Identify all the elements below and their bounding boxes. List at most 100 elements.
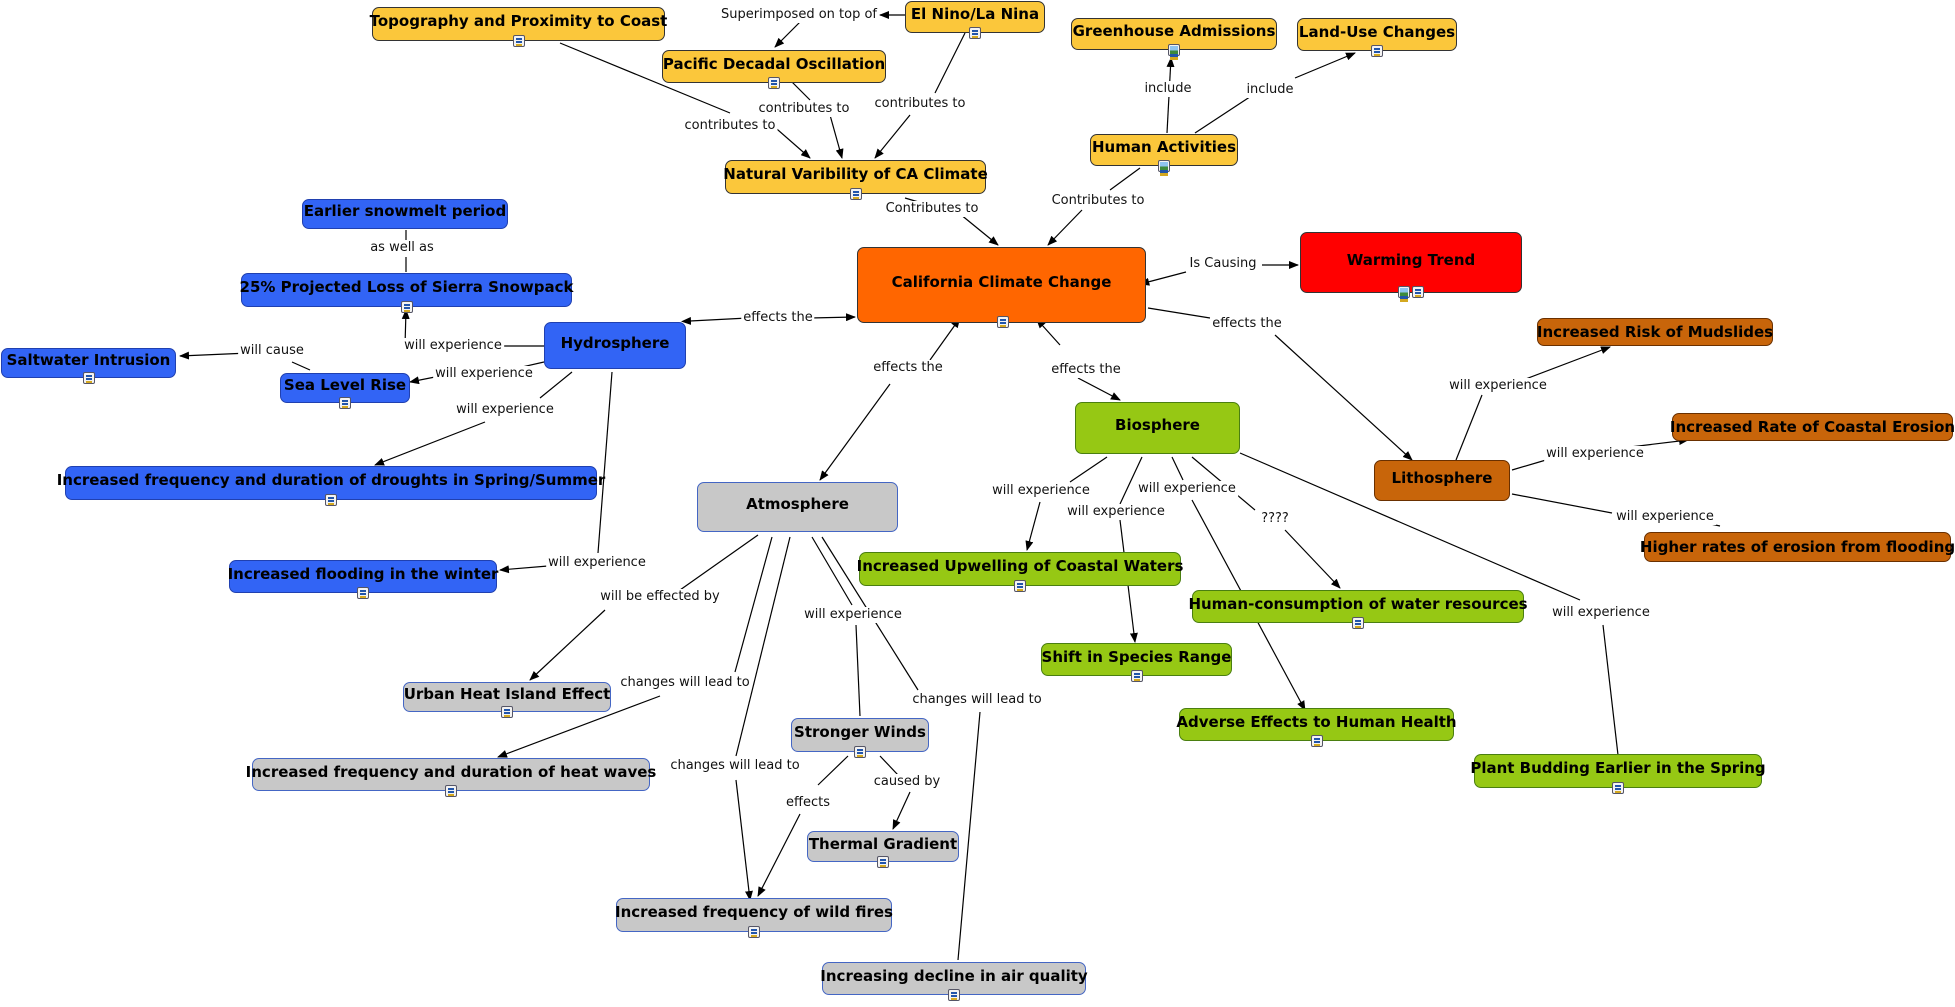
document-icon[interactable] bbox=[1352, 617, 1364, 629]
document-icon[interactable] bbox=[748, 926, 760, 938]
document-icon[interactable] bbox=[339, 397, 351, 409]
node-stronger-winds[interactable]: Stronger Winds bbox=[791, 718, 929, 758]
node-snowpack-loss[interactable]: 25% Projected Loss of Sierra Snowpack bbox=[239, 273, 574, 313]
node-water-consumption[interactable]: Human-consumption of water resources bbox=[1188, 590, 1528, 629]
document-icon[interactable] bbox=[501, 706, 513, 718]
node-erosion-from-flooding[interactable]: Higher rates of erosion from flooding bbox=[1640, 532, 1955, 562]
document-icon[interactable] bbox=[997, 316, 1009, 328]
node-greenhouse[interactable]: Greenhouse Admissions bbox=[1071, 18, 1277, 56]
node-natural-variability[interactable]: Natural Varibility of CA Climate bbox=[723, 160, 988, 200]
document-icon[interactable] bbox=[445, 785, 457, 797]
link-label-contributes: contributes to bbox=[872, 96, 968, 112]
node-winter-flooding[interactable]: Increased flooding in the winter bbox=[228, 560, 498, 599]
node-california-climate-change[interactable]: California Climate Change bbox=[857, 247, 1146, 328]
link-label-as-well-as: as well as bbox=[368, 240, 436, 256]
node-label: Increased frequency and duration of heat… bbox=[245, 762, 657, 781]
node-label: Human-consumption of water resources bbox=[1188, 594, 1528, 613]
link-label-effects-the: effects the bbox=[1210, 316, 1284, 332]
link-label-will-experience: will experience bbox=[402, 338, 504, 354]
node-label: California Climate Change bbox=[891, 273, 1112, 291]
link-label-contributes: Contributes to bbox=[1049, 193, 1147, 209]
image-icon[interactable] bbox=[1168, 44, 1180, 56]
node-atmosphere[interactable]: Atmosphere bbox=[697, 482, 898, 532]
node-label: Adverse Effects to Human Health bbox=[1176, 712, 1457, 731]
link-label-unknown: ???? bbox=[1259, 511, 1291, 527]
node-land-use[interactable]: Land-Use Changes bbox=[1297, 18, 1457, 57]
node-label: Sea Level Rise bbox=[283, 376, 407, 394]
node-biosphere[interactable]: Biosphere bbox=[1075, 402, 1240, 454]
document-icon[interactable] bbox=[400, 301, 413, 313]
document-icon[interactable] bbox=[768, 77, 780, 89]
link-label-will-be-effected-by: will be effected by bbox=[598, 589, 722, 605]
node-species-range[interactable]: Shift in Species Range bbox=[1041, 643, 1232, 682]
node-heat-waves[interactable]: Increased frequency and duration of heat… bbox=[246, 758, 656, 797]
node-plant-budding[interactable]: Plant Budding Earlier in the Spring bbox=[1470, 754, 1766, 794]
node-topography[interactable]: Topography and Proximity to Coast bbox=[370, 7, 667, 47]
node-label: Earlier snowmelt period bbox=[303, 202, 507, 220]
image-icon[interactable] bbox=[1398, 286, 1410, 298]
image-icon[interactable] bbox=[1158, 160, 1170, 172]
node-label: Land-Use Changes bbox=[1298, 22, 1456, 41]
link-label-effects-the: effects the bbox=[871, 360, 945, 376]
node-human-activities[interactable]: Human Activities bbox=[1090, 134, 1238, 172]
node-label: Higher rates of erosion from flooding bbox=[1639, 538, 1955, 556]
link-label-will-experience: will experience bbox=[1447, 378, 1549, 394]
link-label-changes-will-lead-to: changes will lead to bbox=[910, 692, 1044, 708]
link-label-will-experience: will experience bbox=[990, 483, 1092, 499]
node-droughts[interactable]: Increased frequency and duration of drou… bbox=[57, 466, 605, 506]
node-label: Shift in Species Range bbox=[1041, 647, 1232, 666]
node-label: Increased Risk of Mudslides bbox=[1536, 323, 1774, 341]
node-warming-trend[interactable]: Warming Trend bbox=[1300, 232, 1522, 298]
link-label-will-experience: will experience bbox=[454, 402, 556, 418]
node-label: Pacific Decadal Oscillation bbox=[662, 54, 886, 73]
link-label-will-experience: will experience bbox=[1614, 509, 1716, 525]
node-label: Thermal Gradient bbox=[808, 834, 958, 853]
node-label: Plant Budding Earlier in the Spring bbox=[1470, 759, 1766, 777]
link-label-is-causing: Is Causing bbox=[1187, 256, 1259, 272]
node-sea-level-rise[interactable]: Sea Level Rise bbox=[280, 373, 410, 409]
node-thermal-gradient[interactable]: Thermal Gradient bbox=[807, 831, 959, 868]
node-label: Human Activities bbox=[1091, 138, 1237, 156]
node-wild-fires[interactable]: Increased frequency of wild fires bbox=[615, 898, 893, 938]
link-label-effects-the: effects the bbox=[1049, 362, 1123, 378]
link-label-contributes: Contributes to bbox=[883, 201, 981, 217]
link-label-will-experience: will experience bbox=[1544, 446, 1646, 462]
document-icon[interactable] bbox=[849, 188, 862, 200]
link-label-include: include bbox=[1244, 82, 1296, 98]
node-saltwater-intrusion[interactable]: Saltwater Intrusion bbox=[1, 348, 176, 384]
node-label: Stronger Winds bbox=[794, 723, 926, 741]
document-icon[interactable] bbox=[1130, 670, 1143, 682]
document-icon[interactable] bbox=[1412, 286, 1424, 298]
document-icon[interactable] bbox=[877, 856, 889, 868]
node-mudslides[interactable]: Increased Risk of Mudslides bbox=[1537, 318, 1773, 346]
node-pdo[interactable]: Pacific Decadal Oscillation bbox=[662, 50, 886, 89]
node-earlier-snowmelt[interactable]: Earlier snowmelt period bbox=[302, 199, 508, 229]
node-lithosphere[interactable]: Lithosphere bbox=[1374, 460, 1510, 501]
document-icon[interactable] bbox=[512, 35, 525, 47]
node-human-health[interactable]: Adverse Effects to Human Health bbox=[1176, 708, 1457, 747]
link-label-will-experience: will experience bbox=[1550, 605, 1652, 621]
node-label: Increased Rate of Coastal Erosion bbox=[1669, 418, 1955, 436]
document-icon[interactable] bbox=[1371, 45, 1383, 57]
node-coastal-upwelling[interactable]: Increased Upwelling of Coastal Waters bbox=[857, 552, 1183, 592]
node-label: 25% Projected Loss of Sierra Snowpack bbox=[239, 278, 574, 296]
document-icon[interactable] bbox=[1612, 782, 1624, 794]
node-urban-heat-island[interactable]: Urban Heat Island Effect bbox=[403, 682, 611, 718]
node-coastal-erosion[interactable]: Increased Rate of Coastal Erosion bbox=[1669, 413, 1955, 441]
node-air-quality[interactable]: Increasing decline in air quality bbox=[820, 962, 1088, 1001]
document-icon[interactable] bbox=[854, 746, 866, 758]
document-icon[interactable] bbox=[357, 587, 369, 599]
document-icon[interactable] bbox=[969, 27, 981, 39]
document-icon[interactable] bbox=[948, 989, 960, 1001]
link-label-will-experience: will experience bbox=[802, 607, 904, 623]
node-label: El Nino/La Nina bbox=[910, 5, 1040, 23]
document-icon[interactable] bbox=[1014, 580, 1026, 592]
document-icon[interactable] bbox=[325, 494, 337, 506]
node-el-nino[interactable]: El Nino/La Nina bbox=[905, 1, 1045, 39]
node-label: Saltwater Intrusion bbox=[6, 351, 171, 369]
document-icon[interactable] bbox=[1310, 735, 1323, 747]
link-label-changes-will-lead-to: changes will lead to bbox=[668, 758, 802, 774]
document-icon[interactable] bbox=[82, 372, 95, 384]
node-hydrosphere[interactable]: Hydrosphere bbox=[544, 322, 686, 369]
